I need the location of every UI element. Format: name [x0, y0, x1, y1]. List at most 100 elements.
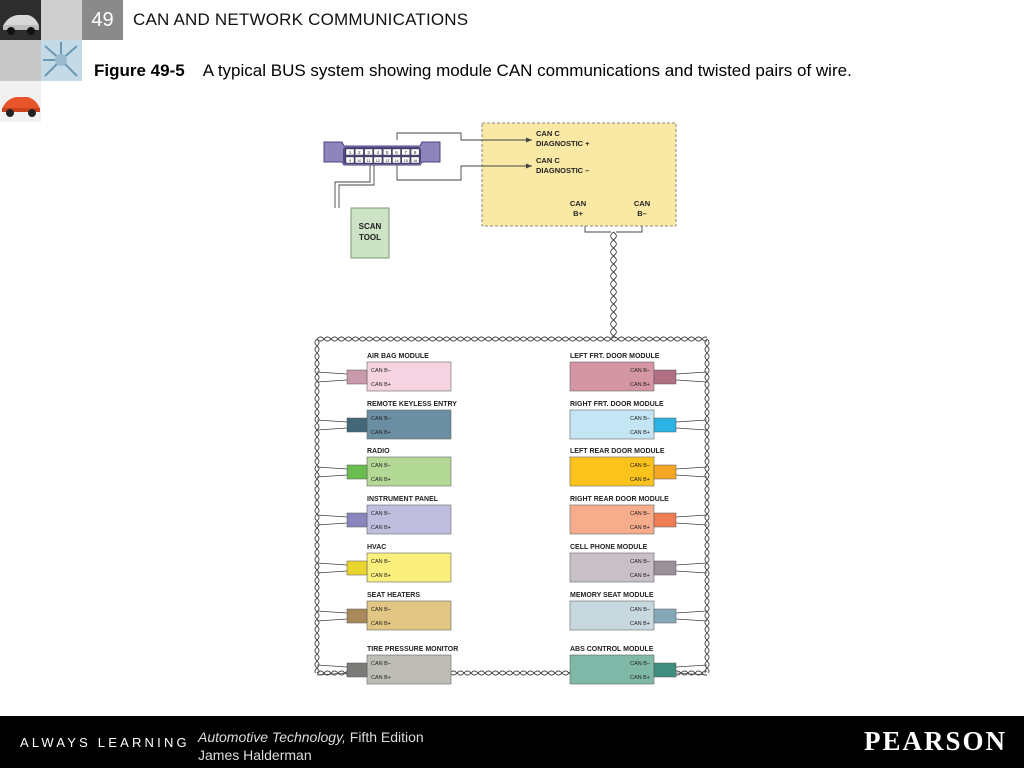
pin-label-can-b-plus: CAN B+	[630, 573, 650, 579]
book-edition: Fifth Edition	[345, 729, 424, 745]
connector-pin-number: 5	[386, 150, 389, 155]
connector-pin-number: 3	[367, 150, 370, 155]
connector-pin-number: 2	[358, 150, 361, 155]
connector-pin-number: 6	[395, 150, 398, 155]
connector-pin	[373, 156, 383, 164]
connector-pin-number: 4	[377, 150, 380, 155]
arrow-icon	[526, 137, 532, 143]
module-box	[569, 600, 655, 631]
stub-wire	[316, 371, 348, 375]
module-box	[366, 654, 452, 685]
pin-label-can-b-plus: CAN B+	[630, 675, 650, 681]
chapter-number: 49	[82, 0, 123, 40]
scan-tool	[350, 207, 390, 259]
stub-wire	[316, 570, 348, 574]
module-box	[569, 409, 655, 440]
stub-wire	[675, 664, 708, 668]
stub-wire	[316, 379, 348, 383]
stub-wire	[316, 419, 348, 423]
car-thumbnail-silver	[0, 0, 41, 40]
stub-wire	[675, 618, 708, 622]
stub-wire	[675, 419, 708, 423]
connector-pin-number: 14	[394, 159, 398, 163]
module-box	[366, 361, 452, 392]
connector-pin	[345, 156, 355, 164]
pin-label-can-b-plus: CAN B+	[630, 621, 650, 627]
module-box	[366, 552, 452, 583]
connector-pin	[364, 148, 373, 156]
scan-tool-label: SCAN	[359, 222, 382, 231]
module-title: LEFT FRT. DOOR MODULE	[570, 353, 660, 360]
pin-label-can-b-minus: CAN B–	[630, 463, 651, 469]
module-connector	[346, 464, 368, 480]
twisted-pair-bus-left	[314, 338, 320, 674]
pin-label-can-b-plus: CAN B+	[630, 430, 650, 436]
connector-pin	[355, 148, 364, 156]
twisted-pair-bus-right	[704, 338, 710, 674]
connector-pin-number: 8	[414, 150, 417, 155]
turbine-thumbnail	[41, 40, 82, 81]
module-box	[569, 456, 655, 487]
stub-wire	[675, 371, 708, 375]
module-connector	[653, 512, 677, 528]
pin-label-can-b-minus: CAN B–	[371, 416, 392, 422]
book-info: Automotive Technology, Fifth Edition Jam…	[198, 728, 424, 764]
figure-label: Figure 49-5	[94, 61, 185, 80]
pin-label-can-b-plus: CAN B+	[371, 675, 391, 681]
connector-pin	[392, 156, 401, 164]
pin-label-can-b-plus: CAN B+	[371, 573, 391, 579]
connector-pin-number: 1	[349, 150, 352, 155]
connector-pin-number: 7	[405, 150, 408, 155]
connector-pin-number: 15	[404, 159, 408, 163]
module-connector	[653, 464, 677, 480]
stub-wire	[675, 514, 708, 518]
can-b-plus-drop	[584, 226, 611, 233]
stub-wire	[316, 618, 348, 622]
grey-thumbnail	[41, 0, 82, 40]
diag-minus-wire	[396, 160, 532, 181]
pin-label-can-b-minus: CAN B–	[630, 607, 651, 613]
pin-label-can-b-minus: CAN B–	[630, 661, 651, 667]
connector-pin	[382, 156, 392, 164]
pin-label-can-b-minus: CAN B–	[371, 511, 392, 517]
stub-wire	[675, 562, 708, 566]
module-title: SEAT HEATERS	[367, 592, 420, 599]
pin-label-can-b-plus: CAN B+	[630, 382, 650, 388]
connector-pin	[410, 148, 420, 156]
diag-plus-wire	[396, 132, 532, 141]
stub-wire	[675, 610, 708, 614]
pin-label-can-b-plus: CAN B+	[371, 382, 391, 388]
pin-label-can-b-minus: CAN B–	[630, 511, 651, 517]
connector-pin	[364, 156, 373, 164]
connector-pin	[401, 156, 411, 164]
connector-pin-number: 16	[413, 159, 417, 163]
pin-label-can-b-minus: CAN B–	[371, 559, 392, 565]
arrow-icon	[526, 163, 532, 169]
twisted-pair-trunk	[610, 231, 617, 339]
connector-pin-number: 13	[385, 159, 389, 163]
module-box	[366, 600, 452, 631]
pin-label-can-b-minus: CAN B–	[371, 607, 392, 613]
connector-pin-number: 9	[349, 159, 351, 163]
gateway-can-b-plus-label: B+	[573, 209, 583, 218]
module-title: AIR BAG MODULE	[367, 353, 429, 360]
module-title: RIGHT REAR DOOR MODULE	[570, 496, 669, 503]
module-box	[569, 361, 655, 392]
gateway-can-b-plus-label: CAN	[570, 199, 586, 208]
stub-wire	[316, 474, 348, 478]
twisted-pair-trunk	[610, 231, 617, 339]
module-title: LEFT REAR DOOR MODULE	[570, 448, 665, 455]
module-connector	[346, 512, 368, 528]
module-connector	[346, 560, 368, 576]
book-title: Automotive Technology,	[198, 729, 346, 745]
figure-caption-text: A typical BUS system showing module CAN …	[202, 61, 852, 80]
module-connector	[346, 662, 368, 678]
can-b-minus-drop	[616, 226, 643, 233]
publisher-logo: PEARSON	[863, 726, 1007, 756]
chapter-thumbnails	[0, 0, 82, 122]
grey-thumbnail-2	[0, 40, 41, 81]
twisted-pair-bus-top	[316, 336, 708, 342]
connector-pin-number: 10	[357, 159, 361, 163]
module-connector	[346, 608, 368, 624]
scan-tool-cable	[334, 165, 371, 208]
